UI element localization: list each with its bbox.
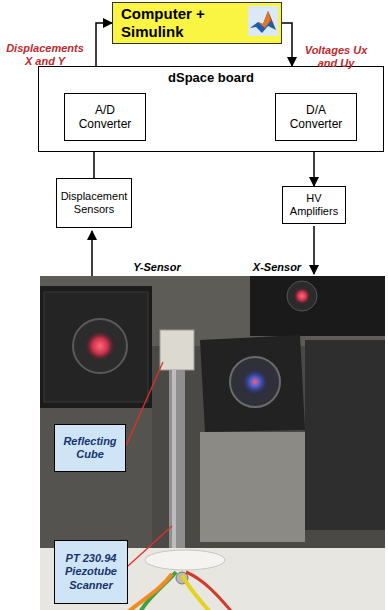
node-text: Displacement Sensors — [60, 190, 128, 216]
converter-box: A/D Converter — [64, 93, 146, 141]
signal-arrow — [91, 231, 93, 276]
signal-arrow — [313, 226, 315, 274]
node-text: Reflecting Cube — [58, 435, 122, 461]
node-text: A/D Converter — [68, 103, 142, 132]
dspace-board: dSpace boardA/D Converter D/A Converter — [38, 66, 384, 152]
signal-label: Displacements X and Y — [2, 42, 88, 68]
node-text: HV Amplifiers — [286, 192, 342, 218]
part-callout-box: PT 230.94 Piezotube Scanner — [54, 540, 128, 604]
sensor-box: Displacement Sensors — [56, 178, 132, 228]
leader-line — [126, 362, 163, 446]
signal-connector — [282, 23, 292, 66]
node-text: Computer + Simulink — [121, 5, 239, 41]
photo-content — [40, 276, 385, 610]
sensor-label: Y-Sensor — [124, 261, 190, 274]
signal-connector — [96, 23, 112, 66]
node-text: D/A Converter — [279, 103, 353, 132]
sensor-label: X-Sensor — [246, 261, 308, 274]
amplifier-box: HV Amplifiers — [282, 186, 346, 224]
node-text: PT 230.94 Piezotube Scanner — [58, 552, 124, 592]
signal-label: Voltages Ux and Uy — [304, 44, 368, 70]
converter-box: D/A Converter — [275, 93, 357, 141]
matlab-logo — [248, 6, 278, 36]
leader-line — [128, 526, 172, 566]
node-text: dSpace board — [168, 70, 254, 86]
part-callout-box: Reflecting Cube — [54, 424, 126, 472]
